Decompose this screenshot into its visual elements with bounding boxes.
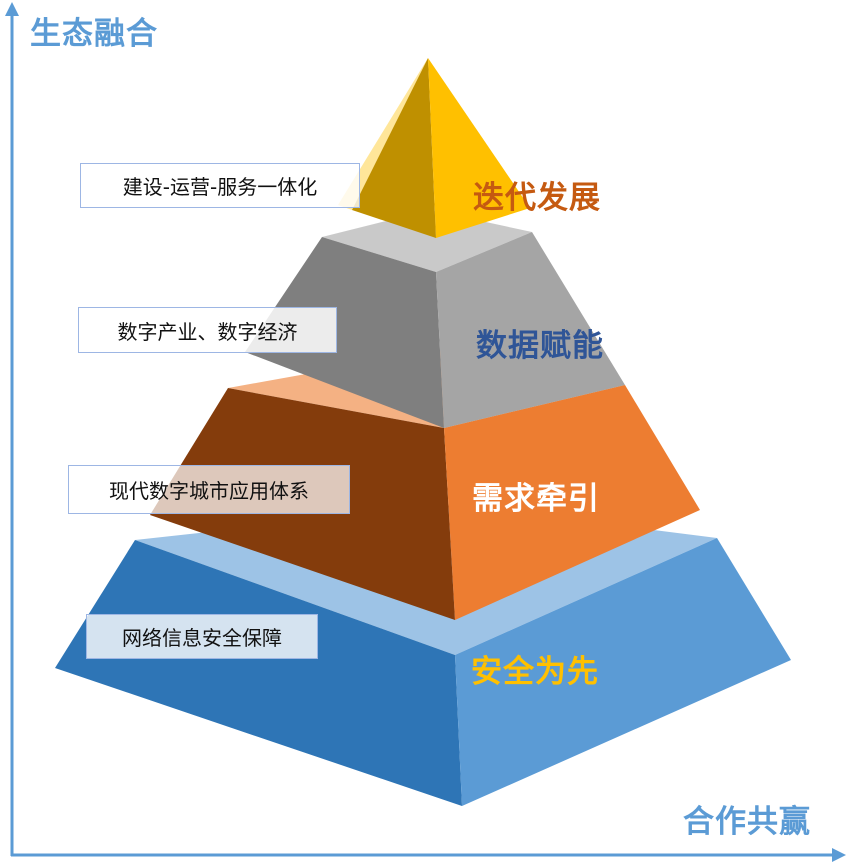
tier-2-left-face	[245, 237, 444, 428]
tier-4-right-face	[455, 538, 791, 806]
tier-1-right-face	[428, 58, 530, 238]
axes	[5, 2, 846, 862]
tier-2-right-face	[436, 232, 625, 428]
tier-2-label: 数据赋能	[476, 328, 604, 364]
y-axis-title: 生态融合	[30, 16, 158, 52]
tier-4-description-box: 网络信息安全保障	[86, 614, 318, 659]
x-axis-title: 合作共赢	[683, 804, 811, 840]
tier-4-label: 安全为先	[471, 654, 599, 690]
tier-2-description-box: 数字产业、数字经济	[78, 307, 337, 353]
tier-3-label: 需求牵引	[472, 481, 600, 517]
y-axis-arrow-icon	[5, 2, 19, 16]
tier-3-right-face	[444, 385, 700, 620]
tier-1-left-sliver	[338, 58, 428, 210]
tier-1-left-face	[352, 58, 436, 238]
tier-1-description-box: 建设-运营-服务一体化	[80, 163, 360, 208]
tier-3-description-box: 现代数字城市应用体系	[68, 465, 350, 514]
x-axis-arrow-icon	[832, 848, 846, 862]
tier-1-iteration	[338, 58, 530, 238]
tier-4-left-face	[55, 540, 462, 806]
tier-1-label: 迭代发展	[473, 180, 601, 216]
tier-2-data	[245, 210, 625, 428]
tier-2-top-face	[322, 210, 532, 272]
